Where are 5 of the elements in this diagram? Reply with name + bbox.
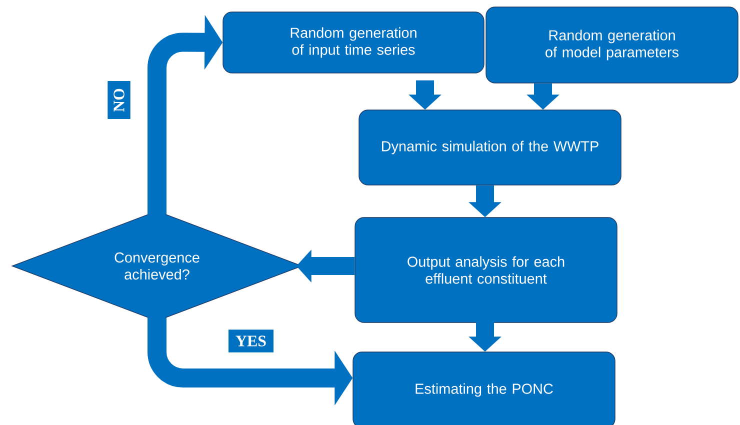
process-box: Output analysis for each effluent constituent bbox=[354, 217, 618, 323]
process-box: Dynamic simulation of the WWTP bbox=[358, 110, 622, 186]
edge-label: NO bbox=[108, 81, 130, 119]
edge-label: YES bbox=[228, 330, 274, 352]
process-box: Random generation of model parameters bbox=[486, 6, 738, 84]
